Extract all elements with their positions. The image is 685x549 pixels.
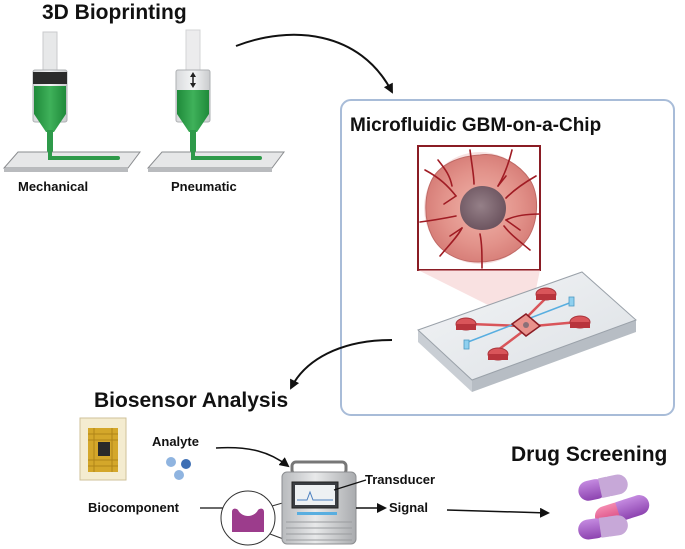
biocomponent-detail xyxy=(200,490,287,546)
mechanical-printer xyxy=(2,31,141,172)
sensor-chip-image xyxy=(79,417,127,481)
bioprinting-title: 3D Bioprinting xyxy=(42,1,187,24)
biocomponent-label: Biocomponent xyxy=(88,500,179,515)
arrow-chip-to-biosensor xyxy=(290,339,393,390)
transducer-label: Transducer xyxy=(365,472,436,487)
chip-title: Microfluidic GBM-on-a-Chip xyxy=(350,115,602,136)
drug-pills xyxy=(578,474,650,540)
signal-label: Signal xyxy=(389,500,429,515)
tumor-inset xyxy=(417,145,541,271)
biosensor-title: Biosensor Analysis xyxy=(94,389,289,412)
drug-screening-title: Drug Screening xyxy=(511,443,668,466)
arrow-bioprinting-to-chip xyxy=(235,33,393,94)
arrow-analyte xyxy=(215,446,290,468)
pneumatic-printer xyxy=(146,29,285,172)
microfluidic-chip xyxy=(417,271,637,392)
biosensor-device xyxy=(281,460,367,545)
analyte-molecules xyxy=(166,457,191,480)
analyte-label: Analyte xyxy=(152,434,199,449)
arrow-to-drug-screening xyxy=(446,507,550,518)
pneumatic-label: Pneumatic xyxy=(171,179,237,194)
mechanical-label: Mechanical xyxy=(18,179,89,194)
